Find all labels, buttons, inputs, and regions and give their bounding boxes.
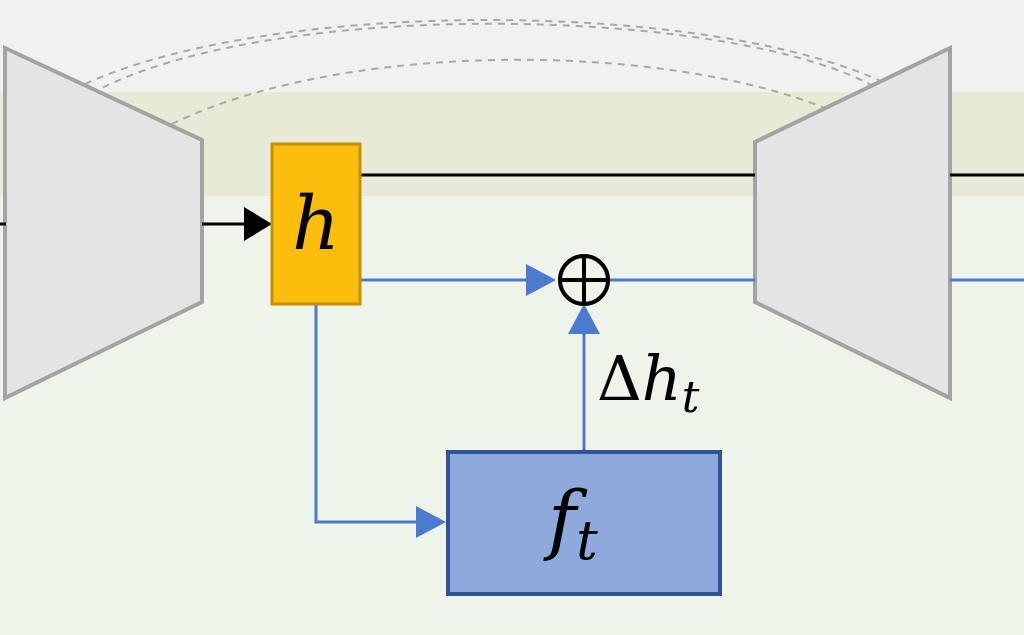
encoder-to-h-arrowhead — [244, 207, 272, 241]
encoder-block — [2, 44, 204, 402]
residual-delta: Δ — [597, 342, 642, 415]
module-subscript: t — [576, 509, 598, 572]
residual-symbol: h — [642, 342, 682, 415]
module-box — [446, 450, 722, 596]
add-operator — [558, 254, 610, 306]
h-to-add-arrowhead — [526, 264, 556, 296]
blue-edges — [314, 278, 1024, 524]
h-to-module-edge — [314, 304, 420, 524]
residual-label: Δht — [597, 342, 700, 423]
decoder-block — [753, 44, 952, 402]
skip-connection-inner — [159, 58, 831, 131]
hidden-state-box — [270, 142, 362, 306]
hidden-state-label: h — [292, 181, 340, 267]
skip-connections — [39, 19, 931, 131]
module-to-add-arrowhead — [568, 304, 600, 334]
residual-subscript: t — [682, 372, 700, 423]
h-to-module-arrowhead — [416, 506, 446, 538]
skip-connection-outer — [39, 19, 931, 111]
skip-connection-middle — [79, 22, 881, 101]
